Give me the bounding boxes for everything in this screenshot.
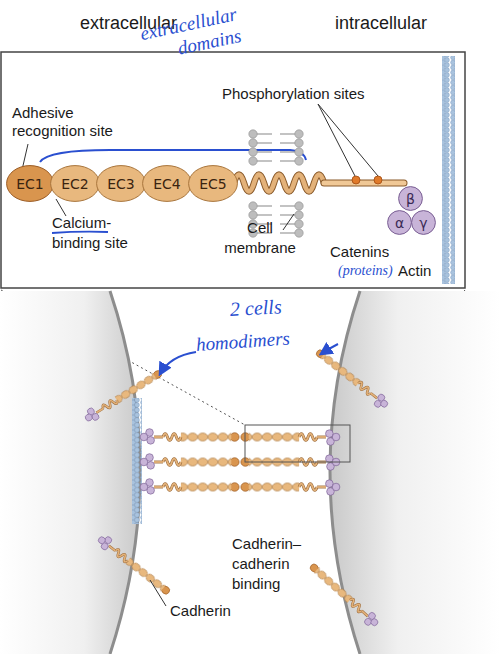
handwritten-note: 2 cells: [229, 295, 282, 320]
ec-domain: EC4: [142, 165, 192, 202]
zoom-box: [245, 425, 350, 462]
node-text: EC4: [153, 177, 181, 191]
node-ellipse: [189, 166, 238, 202]
ec-domain: EC3: [96, 165, 146, 202]
transmembrane-helix: [234, 175, 404, 192]
inset-frame: [1, 52, 465, 288]
node-text: β: [406, 192, 415, 206]
catenin-circle: α: [387, 210, 412, 235]
catenin-circle: β: [398, 186, 423, 211]
cadherin-monomers: [82, 346, 391, 630]
part-label: Cell membrane: [218, 218, 302, 258]
part-label: Catenins: [330, 243, 389, 261]
node-ellipse: [399, 187, 423, 211]
node-text: EC1: [16, 177, 44, 191]
annotation-arrows: [150, 344, 338, 606]
part-label: Cadherin–cadherin binding: [232, 534, 324, 594]
part-label: Phosphorylation sites: [222, 85, 365, 103]
part-label: Calcium-binding site: [52, 213, 148, 253]
catenin-circle: γ: [411, 210, 436, 235]
node-text: EC3: [107, 177, 135, 191]
node-ellipse: [412, 211, 436, 235]
node-ellipse: [51, 166, 100, 202]
ec-domain: EC1: [6, 165, 54, 202]
handwritten-note: (proteins): [338, 262, 393, 280]
node-text: γ: [419, 216, 427, 230]
cell-membranes: [0, 291, 500, 654]
node-ellipse: [97, 166, 146, 202]
part-label: Adhesive recognition site: [12, 104, 134, 140]
part-label: Actin: [398, 262, 431, 280]
node-ellipse: [388, 211, 412, 235]
node-ellipse: [143, 166, 192, 202]
ec-domain: EC2: [50, 165, 100, 202]
actin-filament: [442, 56, 455, 284]
handwritten-note: homodimers: [195, 327, 290, 356]
node-text: α: [395, 216, 404, 230]
part-label: Cadherin: [170, 602, 231, 620]
phosphorylation-dots: [318, 104, 382, 184]
region-label: intracellular: [335, 12, 427, 34]
bracket: [40, 150, 306, 162]
node-text: EC2: [61, 177, 89, 191]
node-ellipse: [7, 166, 54, 202]
node-text: EC5: [199, 177, 227, 191]
ec-domain: EC5: [188, 165, 238, 202]
